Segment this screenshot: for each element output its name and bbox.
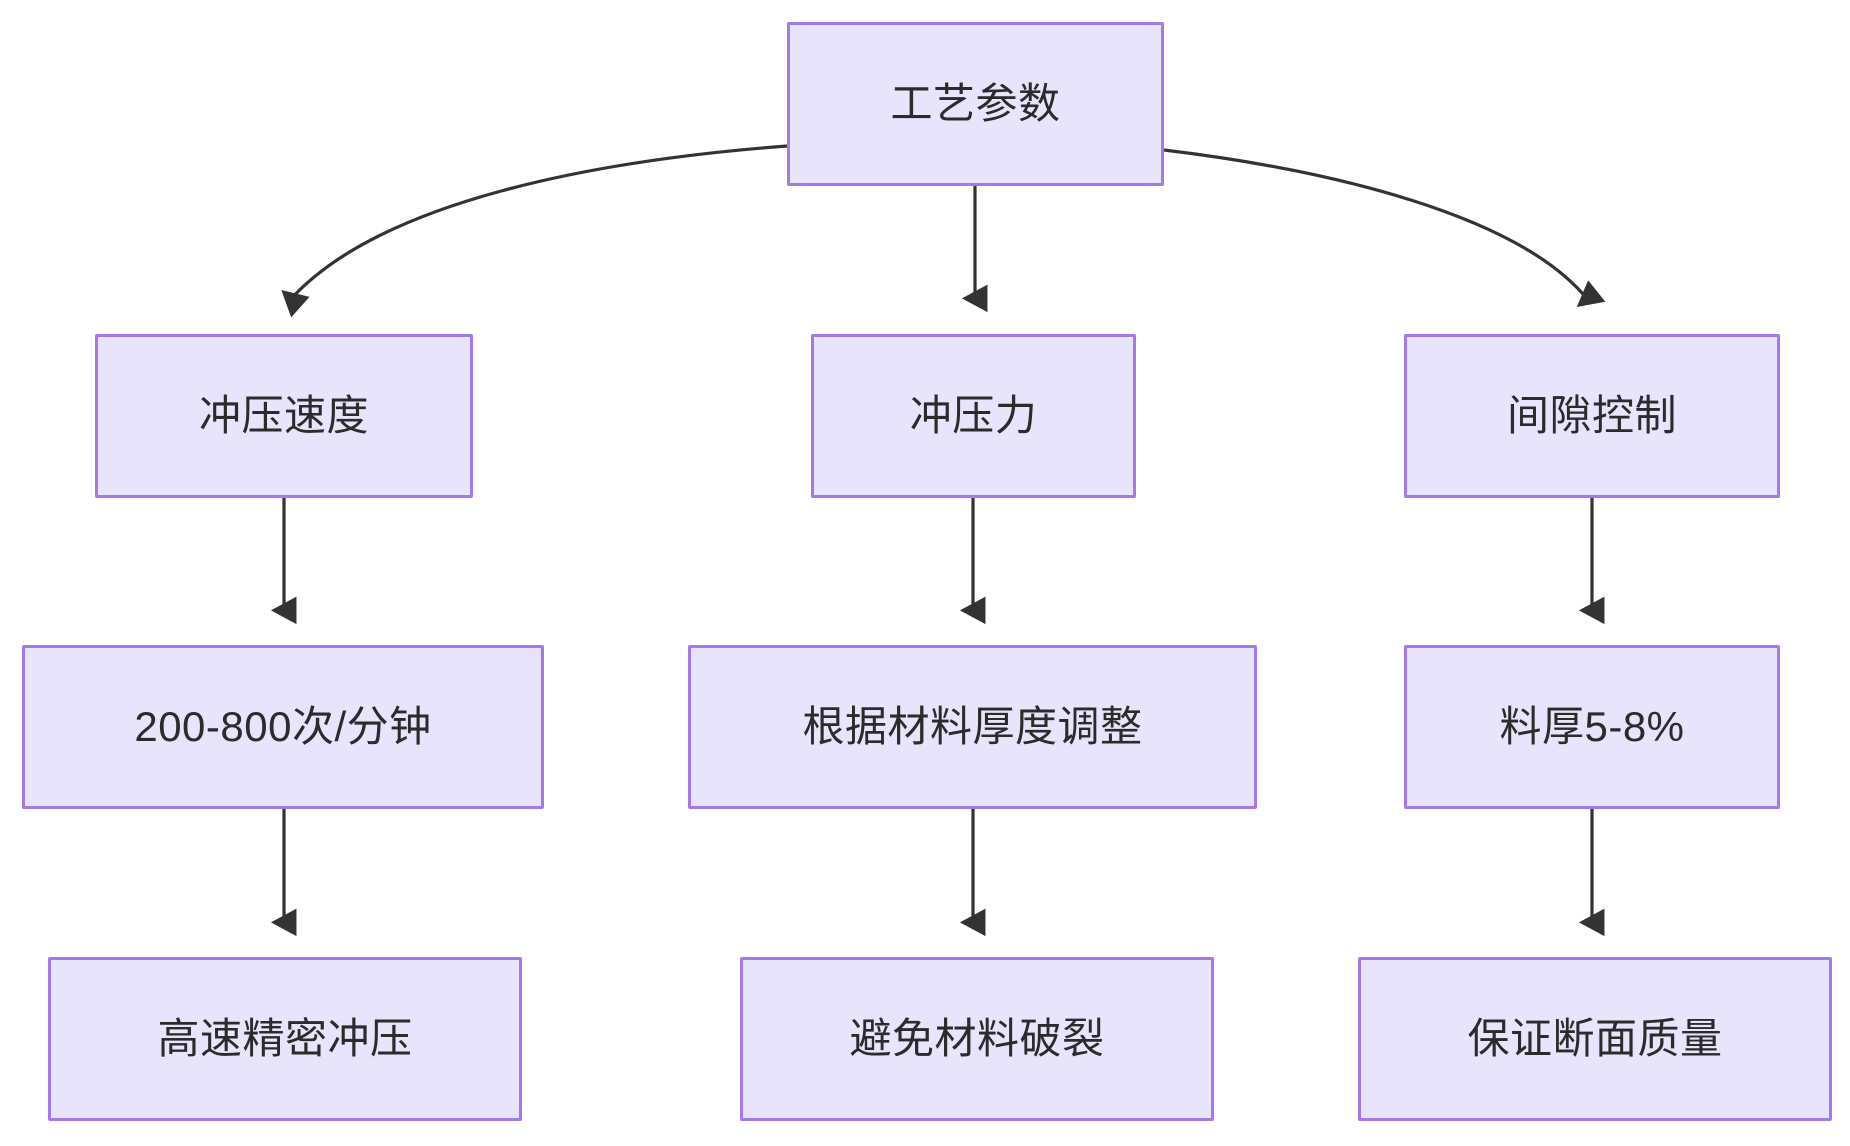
edge-root-clearance (1163, 148, 1606, 307)
node-label-clearance: 间隙控制 (1506, 391, 1677, 439)
edge-root-speed (281, 144, 788, 318)
node-label-speed_result: 高速精密冲压 (157, 1014, 413, 1062)
node-label-root: 工艺参数 (890, 79, 1061, 127)
node-clearance_value[interactable]: 料厚5-8% (1404, 645, 1780, 809)
node-label-force_value: 根据材料厚度调整 (802, 702, 1143, 750)
node-speed_result[interactable]: 高速精密冲压 (48, 957, 522, 1121)
node-label-clearance_value: 料厚5-8% (1499, 702, 1685, 750)
node-label-force_result: 避免材料破裂 (849, 1014, 1105, 1062)
node-force_value[interactable]: 根据材料厚度调整 (688, 645, 1257, 809)
node-label-force: 冲压力 (909, 391, 1038, 439)
node-force_result[interactable]: 避免材料破裂 (740, 957, 1214, 1121)
node-label-speed: 冲压速度 (198, 391, 369, 439)
node-root[interactable]: 工艺参数 (787, 22, 1164, 186)
node-clearance[interactable]: 间隙控制 (1404, 334, 1780, 498)
node-label-clearance_result: 保证断面质量 (1467, 1014, 1723, 1062)
node-speed_value[interactable]: 200-800次/分钟 (22, 645, 544, 809)
node-clearance_result[interactable]: 保证断面质量 (1358, 957, 1832, 1121)
node-force[interactable]: 冲压力 (811, 334, 1136, 498)
node-label-speed_value: 200-800次/分钟 (134, 702, 432, 750)
node-speed[interactable]: 冲压速度 (95, 334, 473, 498)
